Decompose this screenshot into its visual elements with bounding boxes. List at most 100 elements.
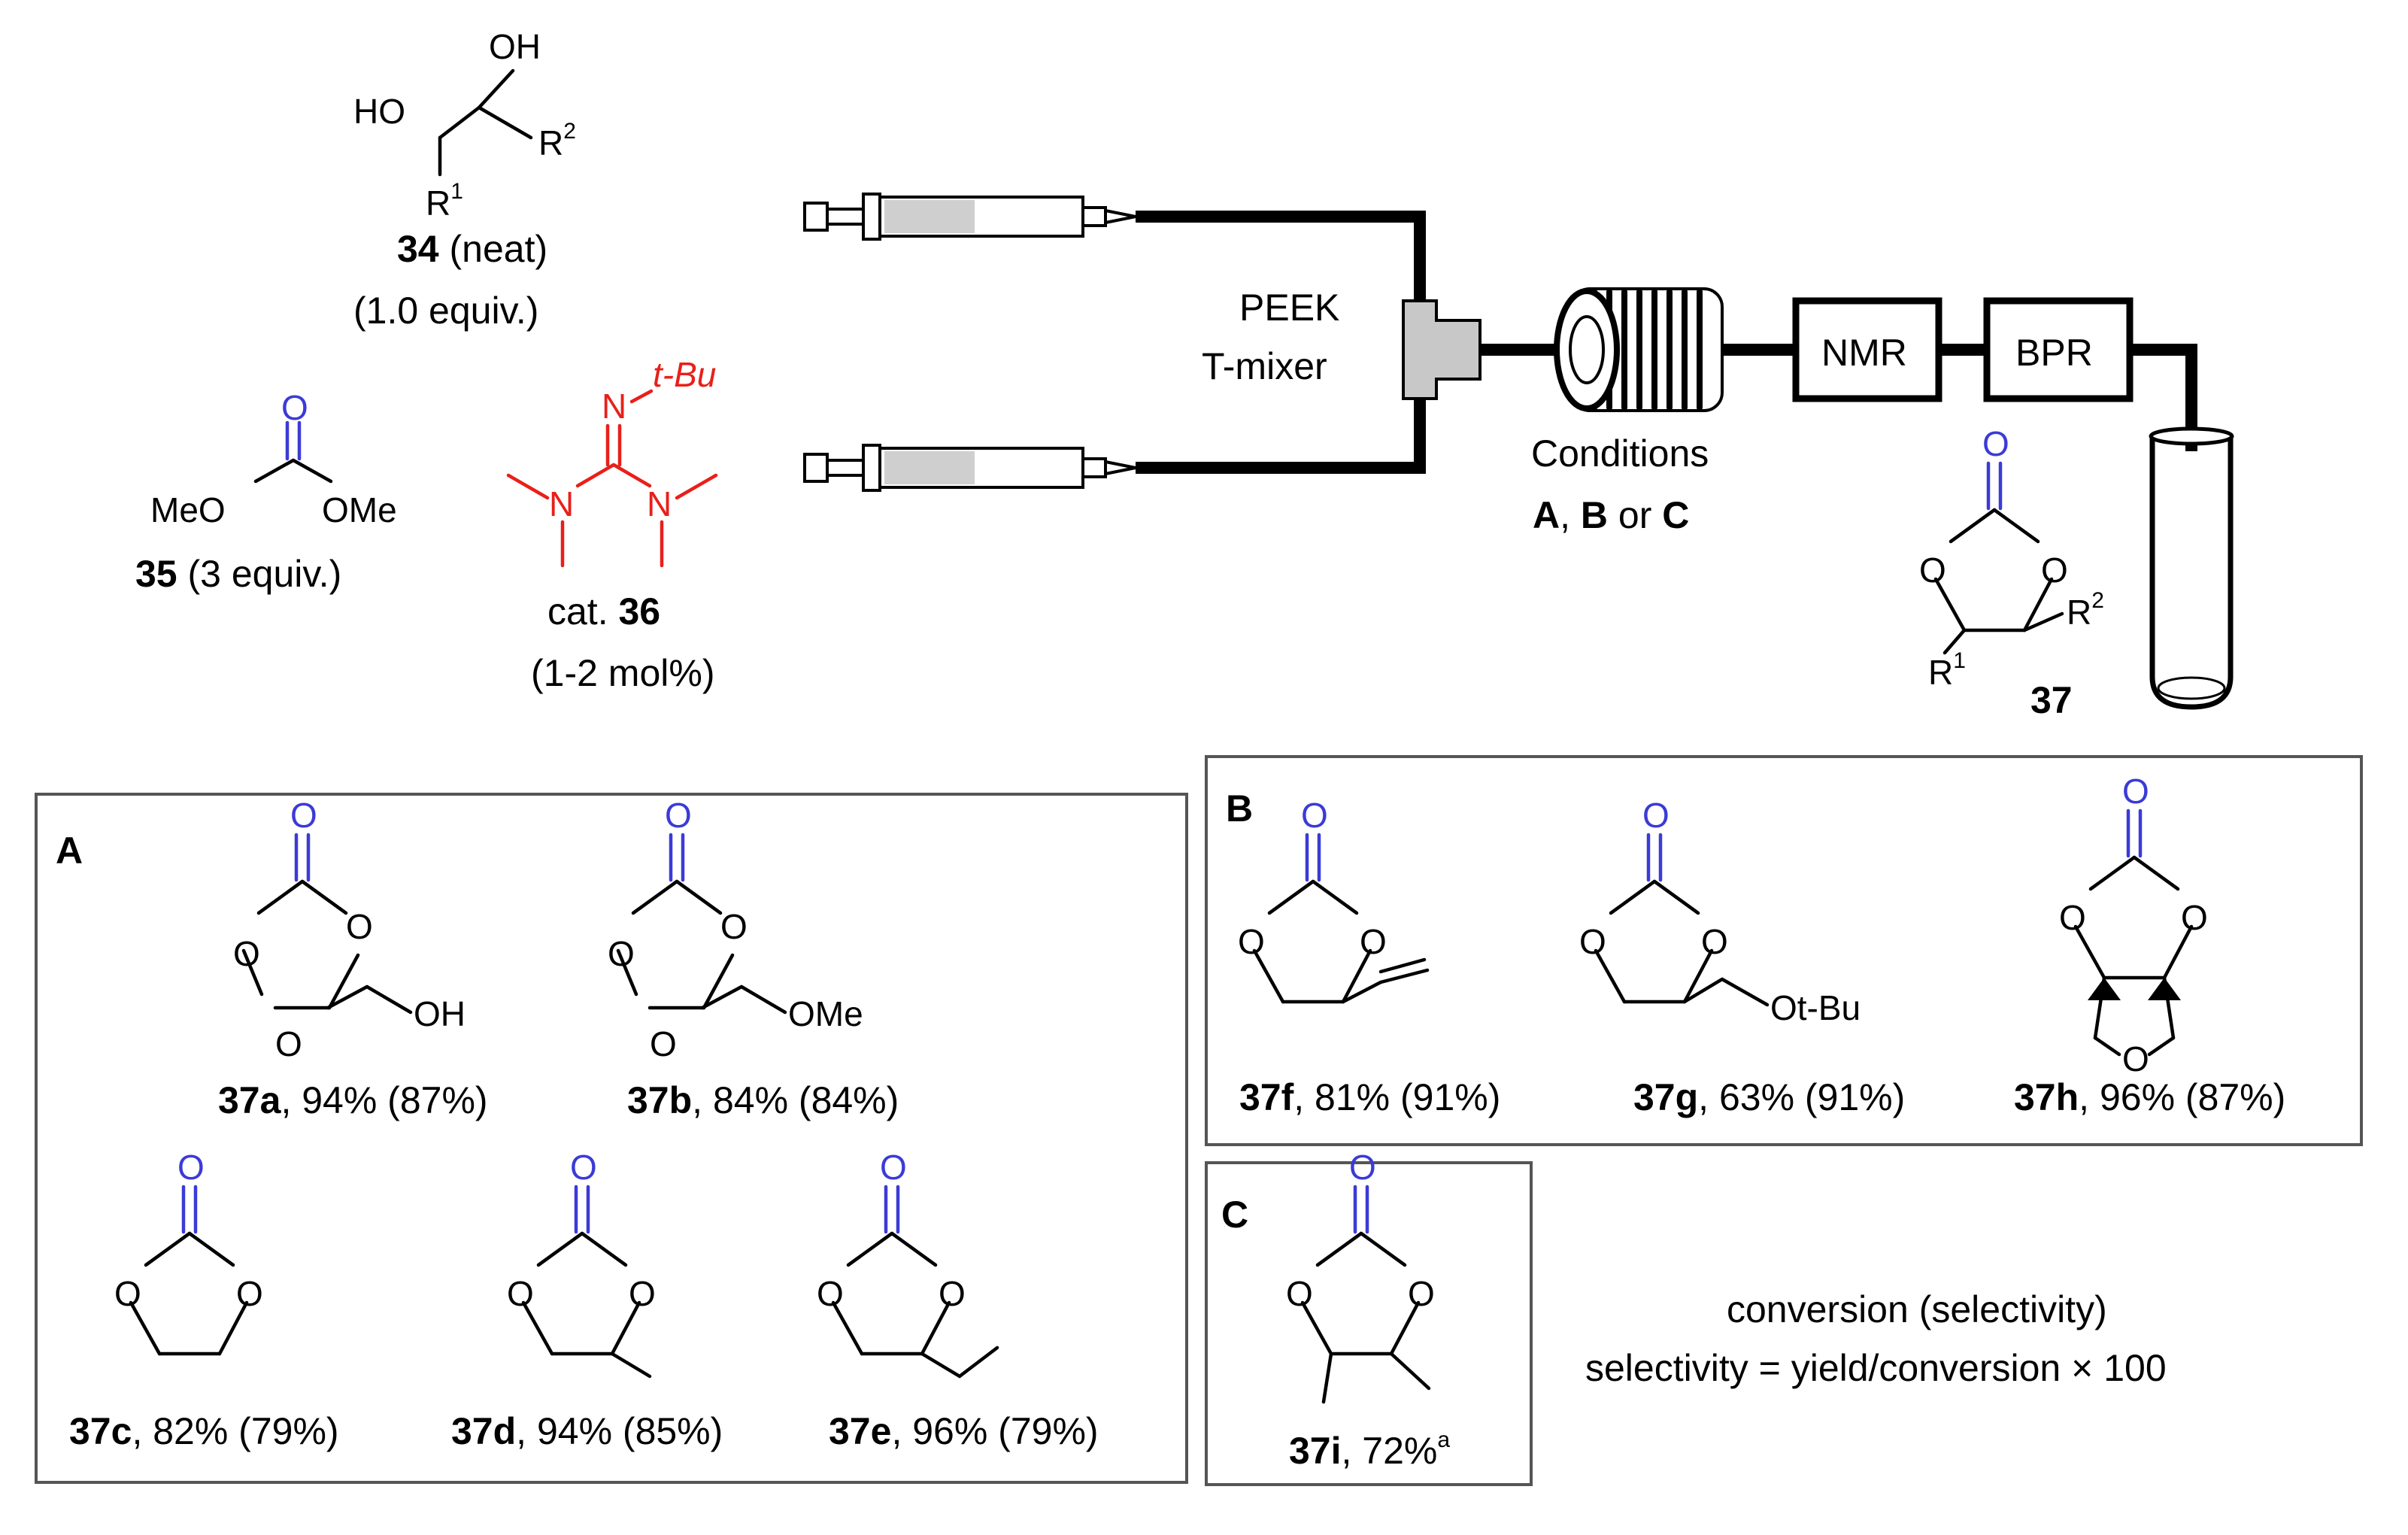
compound-37a: OH 37a, 94% (87%) bbox=[218, 796, 488, 1121]
cond-b: B bbox=[1581, 494, 1608, 536]
product-r1-sup: 1 bbox=[1953, 648, 1966, 673]
37c-id: 37c bbox=[69, 1410, 132, 1452]
carbonate-ome: OMe bbox=[322, 490, 397, 529]
bpr-box bbox=[1983, 297, 2134, 402]
compound-37i: 37i, 72%a bbox=[1286, 1148, 1450, 1472]
compound-37g: Ot-Bu 37g, 63% (91%) bbox=[1579, 796, 1905, 1118]
cond-c: C bbox=[1662, 494, 1689, 536]
37g-id: 37g bbox=[1633, 1076, 1698, 1118]
svg-text:37a, 94% (87%): 37a, 94% (87%) bbox=[218, 1079, 488, 1121]
37b-result: , 84% (84%) bbox=[692, 1079, 899, 1121]
catalyst-label: cat. 36 bbox=[547, 590, 660, 633]
panel-c: C 37i, 72%a bbox=[1205, 1148, 1533, 1486]
cond-a: A bbox=[1533, 494, 1560, 536]
tubing-top bbox=[1136, 211, 1426, 301]
diol-equiv: (1.0 equiv.) bbox=[353, 290, 538, 332]
37e-id: 37e bbox=[829, 1410, 891, 1452]
product-id: 37 bbox=[2030, 679, 2073, 721]
svg-text:37c, 82% (79%): 37c, 82% (79%) bbox=[69, 1410, 339, 1452]
diol-r1-sup: 1 bbox=[450, 179, 463, 204]
37h-result: , 96% (87%) bbox=[2079, 1076, 2285, 1118]
syringe-bottom bbox=[803, 444, 1137, 492]
diol-label: 34 (neat) bbox=[397, 228, 547, 270]
37a-oh: OH bbox=[414, 994, 466, 1033]
product-r2-sup: 2 bbox=[2091, 588, 2104, 613]
diol-r2-label: R bbox=[538, 123, 563, 162]
svg-text:37g, 63% (91%): 37g, 63% (91%) bbox=[1633, 1076, 1905, 1118]
svg-text:37e, 96% (79%): 37e, 96% (79%) bbox=[829, 1410, 1099, 1452]
panel-b: B 37f, 81% (91%) Ot-Bu 37g, 63% (91%) O … bbox=[1205, 755, 2363, 1146]
panel-a-label: A bbox=[56, 830, 83, 872]
nmr-label: NMR bbox=[1821, 332, 1907, 374]
syringe-top bbox=[803, 193, 1137, 241]
compound-37d: 37d, 94% (85%) bbox=[451, 1148, 723, 1452]
legend-line-2: selectivity = yield/conversion × 100 bbox=[1585, 1347, 2167, 1389]
catalyst-n-right: N bbox=[647, 484, 672, 523]
legend-line-1: conversion (selectivity) bbox=[1727, 1288, 2107, 1330]
panel-a: A OH 37a, 94% (87%) OMe 37b, 84% (84%) 3… bbox=[35, 793, 1188, 1484]
product-37-structure: R1 R2 37 bbox=[1919, 424, 2104, 721]
svg-text:37d, 94% (85%): 37d, 94% (85%) bbox=[451, 1410, 723, 1452]
svg-text:R2: R2 bbox=[2067, 588, 2104, 632]
carbonate-35-structure: O MeO OMe bbox=[150, 388, 397, 529]
catalyst-tbu: t-Bu bbox=[653, 355, 716, 394]
svg-text:R1: R1 bbox=[426, 179, 463, 223]
panel-c-label: C bbox=[1221, 1194, 1248, 1236]
37b-id: 37b bbox=[627, 1079, 692, 1121]
svg-text:37f, 81% (91%): 37f, 81% (91%) bbox=[1239, 1076, 1500, 1118]
37g-otbu: Ot-Bu bbox=[1770, 988, 1861, 1027]
conditions-label-1: Conditions bbox=[1531, 432, 1709, 475]
tubing-bottom bbox=[1136, 399, 1426, 474]
catalyst-36-structure: N t-Bu N N bbox=[506, 355, 718, 568]
diol-r1-label: R bbox=[426, 184, 450, 223]
catalyst-n-top: N bbox=[602, 387, 626, 426]
carbonate-carbonyl-o: O bbox=[281, 388, 308, 427]
compound-37b: OMe 37b, 84% (84%) bbox=[608, 796, 899, 1121]
37d-id: 37d bbox=[451, 1410, 516, 1452]
cond-sep-2: or bbox=[1608, 494, 1662, 536]
37i-id: 37i bbox=[1289, 1430, 1342, 1472]
cond-sep-1: , bbox=[1560, 494, 1581, 536]
37e-result: , 96% (79%) bbox=[891, 1410, 1098, 1452]
carbonate-label: 35 (3 equiv.) bbox=[135, 553, 341, 595]
carbonate-meo: MeO bbox=[150, 490, 226, 529]
diol-id: 34 bbox=[397, 228, 439, 270]
diol-34-structure: HO OH R1 R2 bbox=[353, 27, 576, 223]
svg-text:37b, 84% (84%): 37b, 84% (84%) bbox=[627, 1079, 899, 1121]
compound-37c: 37c, 82% (79%) bbox=[69, 1148, 339, 1452]
catalyst-prefix: cat. bbox=[547, 590, 618, 633]
svg-text:37h, 96% (87%): 37h, 96% (87%) bbox=[2014, 1076, 2285, 1118]
peek-t-mixer bbox=[1402, 299, 1481, 400]
37a-result: , 94% (87%) bbox=[281, 1079, 487, 1121]
diol-r2-sup: 2 bbox=[563, 119, 576, 144]
37d-result: , 94% (85%) bbox=[516, 1410, 723, 1452]
bpr-label: BPR bbox=[2015, 332, 2093, 374]
catalyst-id: 36 bbox=[618, 590, 660, 633]
37h-id: 37h bbox=[2014, 1076, 2079, 1118]
mixer-label-1: PEEK bbox=[1239, 287, 1339, 329]
compound-37f: 37f, 81% (91%) bbox=[1238, 796, 1500, 1118]
panel-b-label: B bbox=[1226, 787, 1253, 830]
37f-result: , 81% (91%) bbox=[1293, 1076, 1500, 1118]
37a-id: 37a bbox=[218, 1079, 282, 1121]
37c-result: , 82% (79%) bbox=[132, 1410, 338, 1452]
diol-ho-label: HO bbox=[353, 92, 405, 131]
catalyst-loading: (1-2 mol%) bbox=[531, 652, 714, 694]
product-r2: R bbox=[2067, 593, 2091, 632]
svg-text:37i, 72%a: 37i, 72%a bbox=[1289, 1427, 1450, 1472]
svg-text:O: O bbox=[2122, 1039, 2149, 1078]
product-r1: R bbox=[1928, 653, 1953, 692]
catalyst-n-left: N bbox=[549, 484, 574, 523]
37i-result: , 72% bbox=[1342, 1430, 1438, 1472]
carbonate-id: 35 bbox=[135, 553, 177, 595]
nmr-box bbox=[1792, 297, 1942, 402]
diol-note: (neat) bbox=[439, 228, 548, 270]
flow-setup: PEEK T-mixer NMR BPR C bbox=[803, 193, 2234, 710]
svg-text:R1: R1 bbox=[1928, 648, 1966, 692]
coil-reactor bbox=[1554, 287, 1724, 412]
37f-id: 37f bbox=[1239, 1076, 1294, 1118]
svg-text:R2: R2 bbox=[538, 119, 576, 162]
compound-37e: 37e, 96% (79%) bbox=[817, 1148, 1099, 1452]
collection-tube bbox=[2149, 426, 2234, 710]
